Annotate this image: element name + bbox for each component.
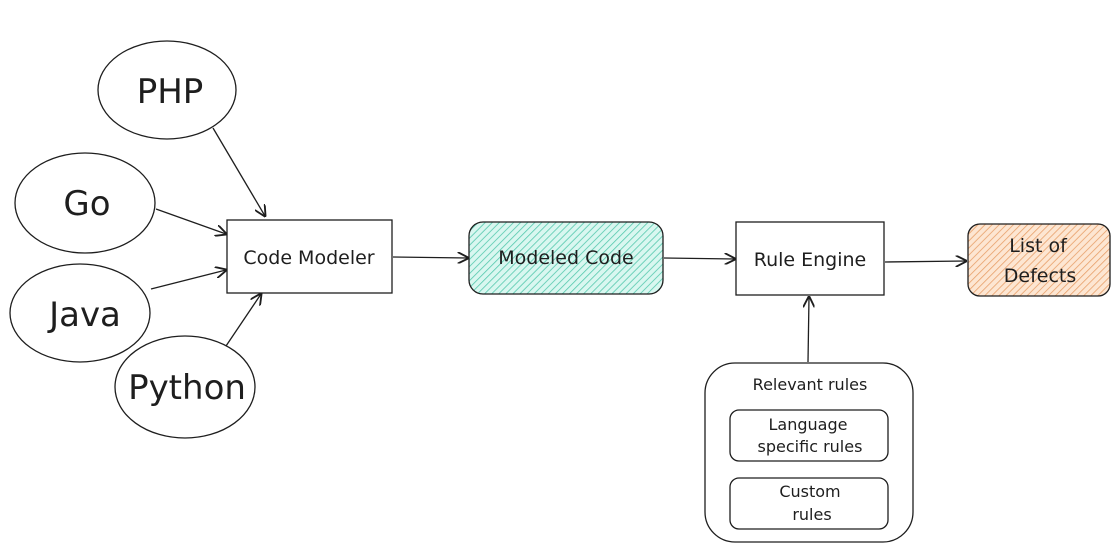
node-custom-rules: Custom rules: [729, 477, 889, 530]
node-java: Java: [9, 263, 151, 363]
label-rule-engine: Rule Engine: [754, 249, 867, 271]
label-defects-line1: List of: [1009, 235, 1068, 257]
label-custom-line1: Custom: [779, 482, 840, 501]
edge-java-to-modeler: [150, 270, 226, 290]
edge-modeler-to-modeled-code: [392, 257, 468, 258]
node-rule-engine: Rule Engine: [735, 221, 885, 296]
node-code-modeler: Code Modeler: [226, 219, 393, 294]
node-go: Go: [14, 152, 156, 254]
edge-php-to-modeler: [212, 127, 265, 216]
label-go: Go: [63, 184, 110, 224]
edge-go-to-modeler: [155, 208, 226, 234]
label-php: PHP: [137, 72, 204, 112]
edge-python-to-modeler: [225, 294, 261, 347]
edge-modeled-code-to-engine: [663, 258, 735, 259]
label-relevant-rules: Relevant rules: [753, 375, 868, 394]
label-code-modeler: Code Modeler: [243, 247, 374, 269]
label-custom-line2: rules: [792, 505, 831, 524]
node-relevant-rules: Relevant rules Language specific rules C…: [704, 362, 914, 543]
label-python: Python: [128, 368, 246, 408]
edges: [150, 127, 966, 363]
node-python: Python: [114, 335, 256, 439]
node-modeled-code: Modeled Code: [468, 221, 664, 295]
edge-rules-to-engine: [808, 297, 809, 363]
edge-engine-to-defects: [884, 261, 966, 262]
node-language-specific-rules: Language specific rules: [729, 409, 889, 462]
label-language-line2: specific rules: [758, 437, 863, 456]
node-php: PHP: [97, 40, 237, 140]
node-defects: List of Defects: [967, 223, 1111, 297]
label-defects-line2: Defects: [1004, 265, 1077, 287]
label-java: Java: [47, 295, 121, 335]
label-language-line1: Language: [769, 415, 848, 434]
label-modeled-code: Modeled Code: [498, 247, 633, 269]
